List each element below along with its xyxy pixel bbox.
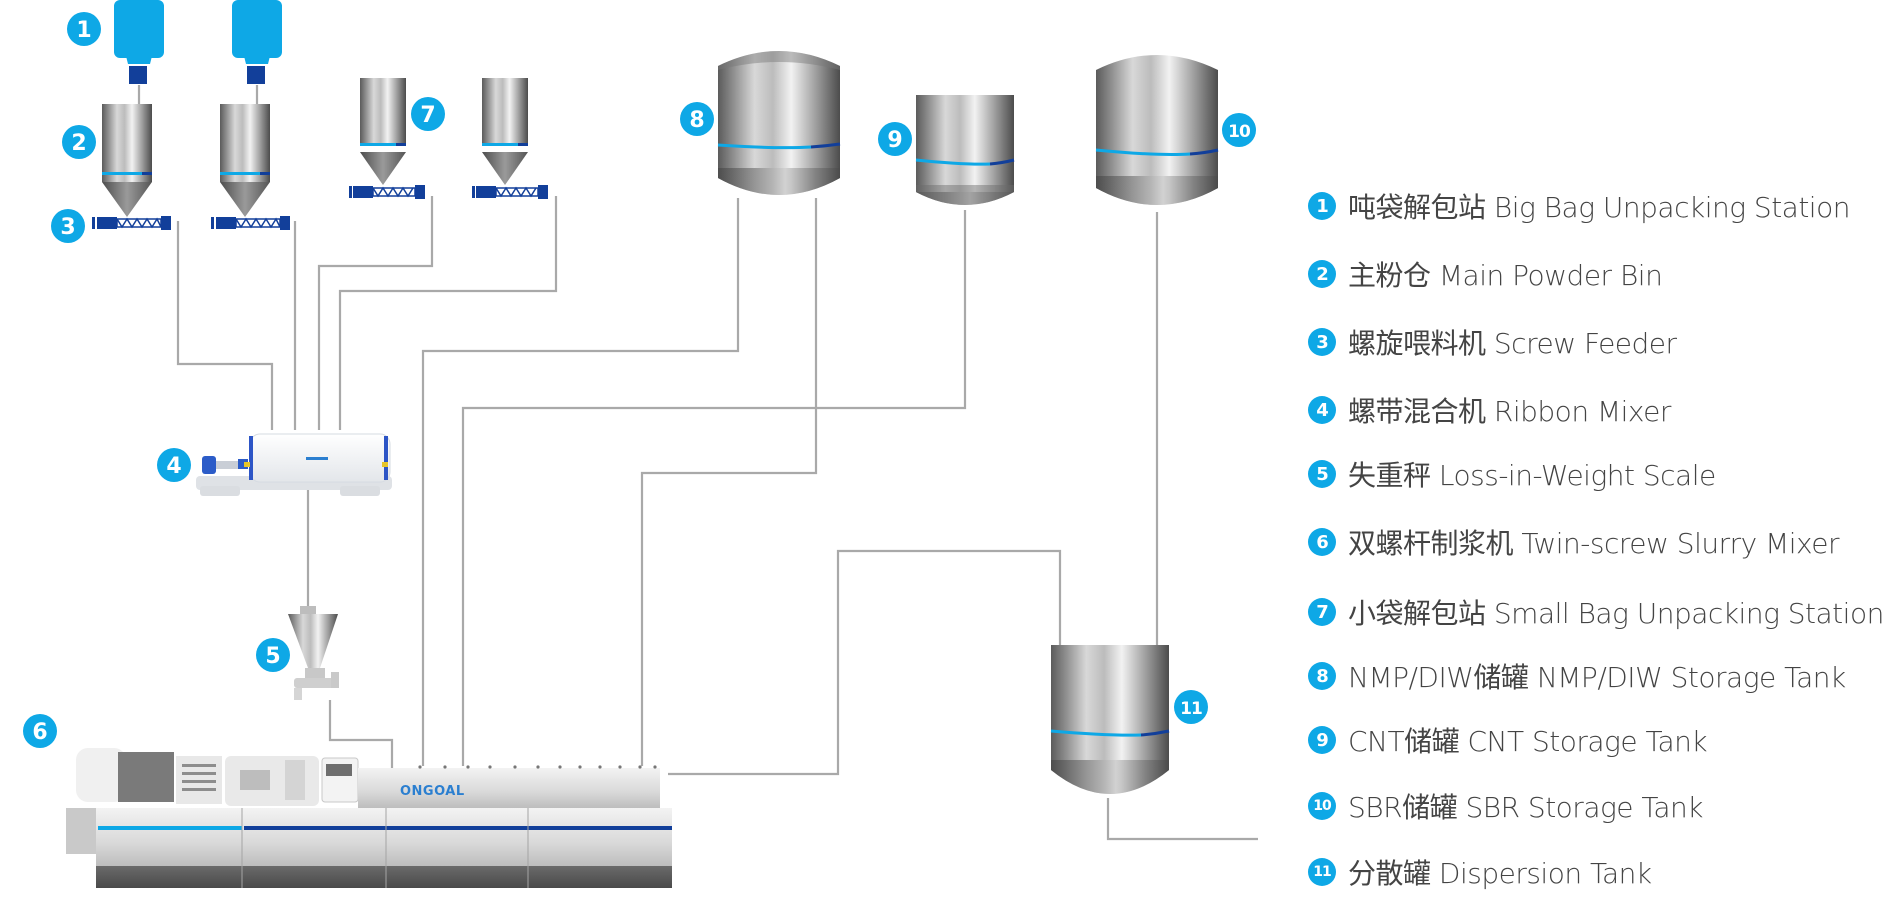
pipe-tank8-a-to-slurry-mixer (421, 198, 740, 766)
pipe-feeder-a-to-mixer (176, 221, 274, 430)
svg-text:11: 11 (1180, 699, 1202, 719)
pipe-scale-to-slurry-mixer (328, 700, 394, 768)
legend-label: CNT储罐 CNT Storage Tank (1348, 725, 1708, 758)
legend-label: 螺带混合机 Ribbon Mixer (1348, 395, 1671, 428)
legend-item: 4 螺带混合机 Ribbon Mixer (1308, 390, 1671, 430)
dispersion-tank (1050, 645, 1170, 794)
legend-label: 螺旋喂料机 Screw Feeder (1348, 327, 1677, 360)
legend-item: 1 吨袋解包站 Big Bag Unpacking Station (1308, 186, 1850, 226)
small-bag-unpacking-station-b (472, 78, 548, 199)
twin-screw-slurry-mixer: ONGOAL (66, 748, 672, 888)
ribbon-mixer (196, 433, 392, 496)
svg-text:6: 6 (32, 720, 47, 745)
badge-5: 5 (256, 638, 290, 672)
legend-number-badge: 8 (1308, 662, 1336, 690)
legend-label: 小袋解包站 Small Bag Unpacking Station (1348, 597, 1884, 630)
legend-label: SBR储罐 SBR Storage Tank (1348, 791, 1704, 824)
legend-number-badge: 2 (1308, 260, 1336, 288)
legend-number-badge: 3 (1308, 328, 1336, 356)
badge-10: 10 (1222, 113, 1256, 147)
legend-item: 8 NMP/DIW储罐 NMP/DIW Storage Tank (1308, 656, 1846, 696)
svg-text:8: 8 (689, 108, 704, 133)
pipe-small-feeder-b-to-mixer (338, 196, 558, 430)
screw-feeder-a (92, 216, 171, 230)
legend-number-badge: 4 (1308, 396, 1336, 424)
legend-label: 双螺杆制浆机 Twin-screw Slurry Mixer (1348, 527, 1839, 560)
badge-11: 11 (1174, 690, 1208, 724)
pipe-tank9-to-slurry-mixer (461, 210, 967, 766)
legend-label: NMP/DIW储罐 NMP/DIW Storage Tank (1348, 661, 1846, 694)
svg-text:7: 7 (420, 103, 435, 128)
legend-label: 失重秤 Loss-in-Weight Scale (1348, 459, 1716, 492)
legend-item: 6 双螺杆制浆机 Twin-screw Slurry Mixer (1308, 522, 1839, 562)
badge-7: 7 (411, 97, 445, 131)
main-powder-bin-b (220, 104, 270, 217)
pipe-small-feeder-a-to-mixer (317, 196, 434, 430)
nmp-diw-storage-tank (717, 51, 841, 195)
legend-number-badge: 5 (1308, 460, 1336, 488)
legend-label: 分散罐 Dispersion Tank (1348, 857, 1652, 890)
cnt-storage-tank (915, 95, 1015, 205)
machine-brand-logo: ONGOAL (400, 784, 465, 799)
svg-text:9: 9 (887, 128, 902, 153)
svg-text:1: 1 (76, 18, 91, 43)
badge-1: 1 (67, 12, 101, 46)
loss-in-weight-scale (288, 606, 339, 700)
badge-4: 4 (157, 448, 191, 482)
big-bag-unpacking-station-a (114, 0, 164, 84)
badge-8: 8 (680, 102, 714, 136)
badge-9: 9 (878, 122, 912, 156)
legend-item: 2 主粉仓 Main Powder Bin (1308, 254, 1663, 294)
badge-6: 6 (23, 714, 57, 748)
legend-number-badge: 11 (1308, 858, 1336, 886)
sbr-storage-tank (1095, 55, 1219, 205)
svg-text:10: 10 (1228, 122, 1251, 142)
small-bag-unpacking-station-a (349, 78, 425, 199)
legend-number-badge: 9 (1308, 726, 1336, 754)
diagram-badges: 1 2 3 4 5 6 7 8 9 10 11 (23, 12, 1256, 748)
main-powder-bin-a (102, 104, 152, 217)
legend-item: 3 螺旋喂料机 Screw Feeder (1308, 322, 1677, 362)
pipe-network (137, 85, 1258, 841)
svg-text:5: 5 (265, 644, 280, 669)
big-bag-unpacking-station-b (232, 0, 282, 84)
legend-item: 5 失重秤 Loss-in-Weight Scale (1308, 454, 1716, 494)
svg-text:3: 3 (60, 215, 75, 240)
legend-number-badge: 7 (1308, 598, 1336, 626)
legend-label: 主粉仓 Main Powder Bin (1348, 259, 1663, 292)
legend-item: 11 分散罐 Dispersion Tank (1308, 852, 1652, 892)
badge-3: 3 (51, 209, 85, 243)
svg-text:4: 4 (166, 454, 181, 479)
pipe-slurry-mixer-to-dispersion-tank (668, 549, 1062, 776)
screw-feeder-b (211, 216, 290, 230)
legend-item: 10 SBR储罐 SBR Storage Tank (1308, 786, 1704, 826)
legend-item: 7 小袋解包站 Small Bag Unpacking Station (1308, 592, 1884, 632)
pipe-dispersion-tank-outlet (1106, 798, 1258, 841)
legend-label: 吨袋解包站 Big Bag Unpacking Station (1348, 191, 1850, 224)
pipe-tank8-b-to-slurry-mixer (640, 198, 818, 766)
badge-2: 2 (62, 125, 96, 159)
legend-item: 9 CNT储罐 CNT Storage Tank (1308, 720, 1708, 760)
legend-number-badge: 1 (1308, 192, 1336, 220)
legend-number-badge: 10 (1308, 792, 1336, 820)
legend-number-badge: 6 (1308, 528, 1336, 556)
svg-text:2: 2 (71, 131, 86, 156)
